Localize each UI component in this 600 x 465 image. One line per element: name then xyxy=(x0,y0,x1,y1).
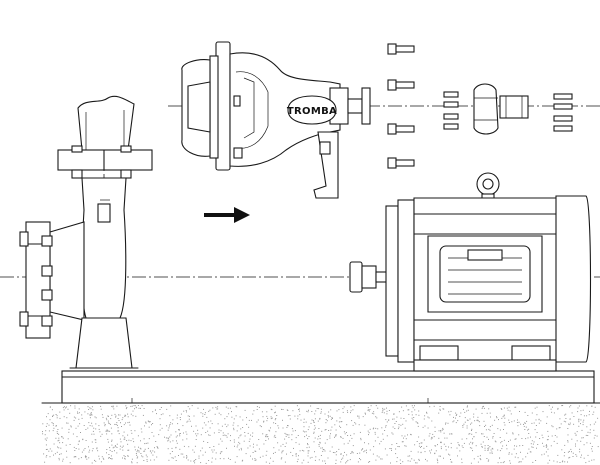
bolt xyxy=(387,43,415,55)
bolt xyxy=(387,157,415,169)
brand-label: TROMBA xyxy=(287,106,337,117)
bolt xyxy=(387,123,415,135)
bolt xyxy=(387,79,415,91)
ground xyxy=(41,402,600,464)
coupling-pins-left xyxy=(443,91,459,130)
coupling-bolts xyxy=(387,43,415,169)
base-plate xyxy=(61,370,595,404)
bearing-frame-unit: TROMBA xyxy=(181,41,371,199)
tromba-logo-badge: TROMBA xyxy=(287,95,337,125)
electric-motor xyxy=(349,172,592,372)
coupling-exploded xyxy=(443,83,573,135)
coupling-pins-right xyxy=(553,93,573,132)
pump-casing xyxy=(19,95,153,369)
ground-speckle xyxy=(42,405,599,464)
direction-arrow-right xyxy=(204,207,250,223)
